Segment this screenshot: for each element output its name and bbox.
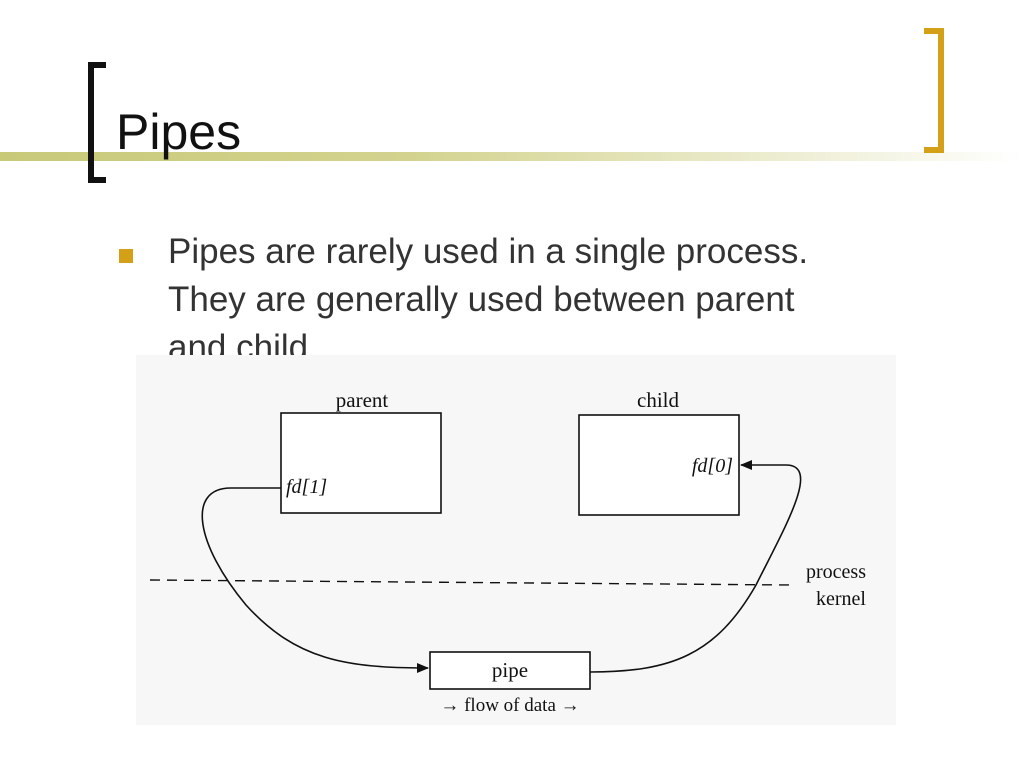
- pipe-diagram: parent fd[1] child fd[0] process kernel …: [149, 388, 866, 716]
- title-rule: [0, 152, 1024, 161]
- child-fd-label: fd[0]: [692, 455, 733, 477]
- slide-title: Pipes: [116, 104, 242, 160]
- parent-fd-label: fd[1]: [286, 476, 327, 498]
- right-bracket-decoration: [924, 28, 944, 153]
- pipe-box: [429, 651, 591, 690]
- parent-label: parent: [336, 388, 389, 412]
- bullet-square-icon: [119, 249, 133, 263]
- pipe-to-child-connector: [589, 460, 802, 673]
- flow-of-data-label: → flow of data →: [440, 695, 579, 716]
- parent-to-pipe-connector: [201, 487, 429, 673]
- bullet-line-1: Pipes are rarely used in a single proces…: [168, 232, 809, 271]
- left-bracket-decoration: [88, 62, 106, 183]
- bullet-line-2: They are generally used between parent: [168, 280, 795, 319]
- kernel-label: kernel: [816, 588, 866, 610]
- child-label: child: [637, 388, 679, 412]
- pipe-diagram-image: parent fd[1] child fd[0] process kernel …: [136, 355, 896, 725]
- pipe-label: pipe: [492, 658, 528, 682]
- child-process-box: [578, 414, 740, 516]
- parent-process-box: [280, 412, 442, 514]
- bullet-text: Pipes are rarely used in a single proces…: [168, 228, 928, 372]
- process-kernel-boundary: [149, 579, 792, 586]
- process-label: process: [806, 561, 866, 583]
